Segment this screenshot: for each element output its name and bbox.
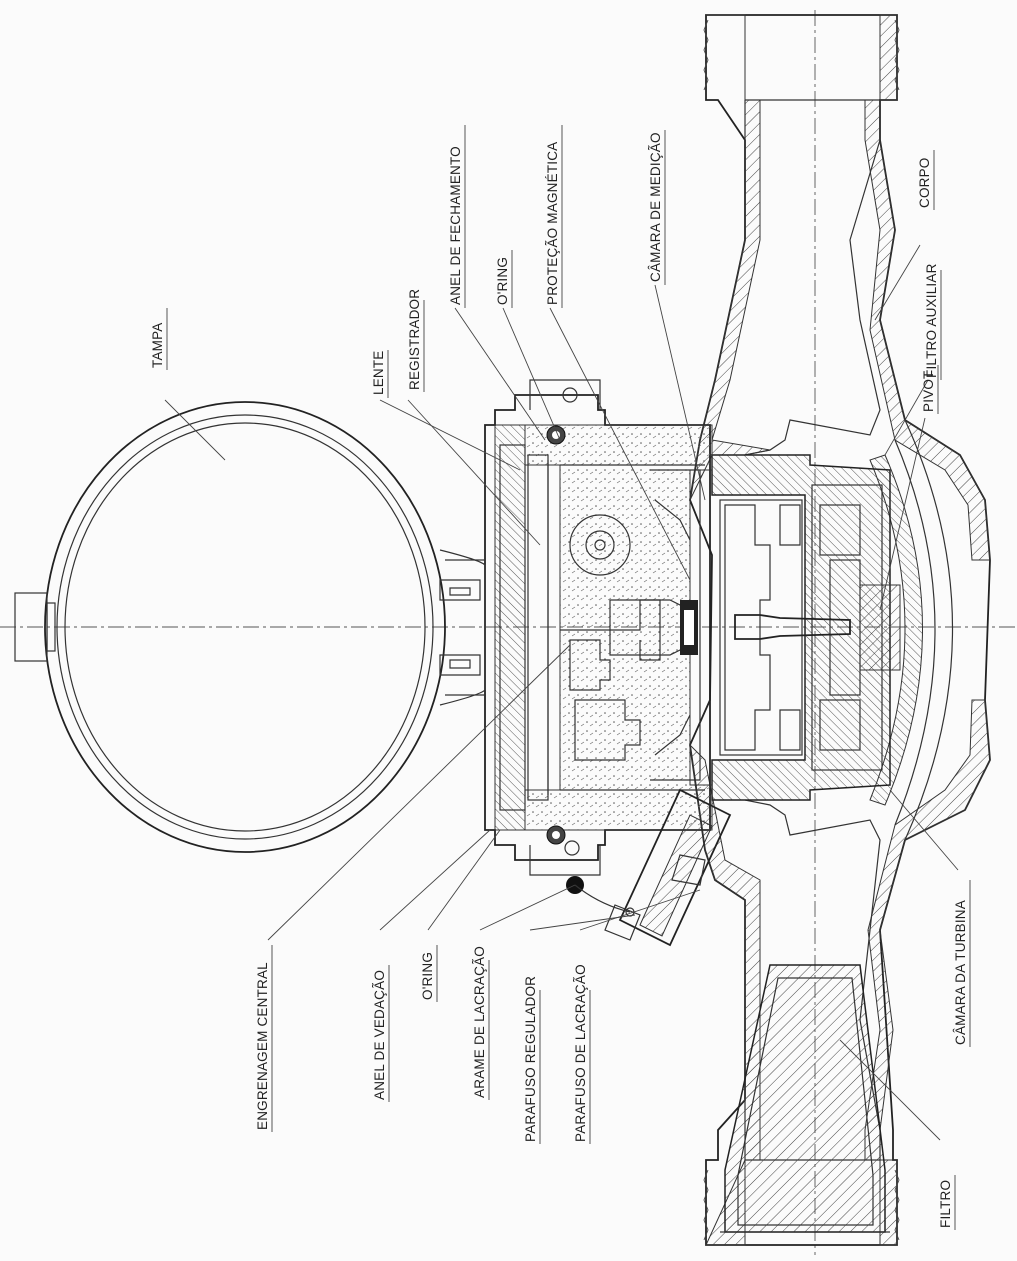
filter (720, 964, 890, 1233)
label-anel-fechamento: ANEL DE FECHAMENTO (448, 146, 463, 305)
label-underlines (166, 125, 971, 1230)
label-arame-lacracao: ARAME DE LACRAÇÃO (472, 946, 487, 1098)
register-housing (484, 379, 713, 876)
label-camara-medicao: CÂMARA DE MEDIÇÃO (648, 132, 663, 282)
label-anel-vedacao: ANEL DE VEDAÇÃO (372, 970, 387, 1100)
label-parafuso-regulador: PARAFUSO REGULADOR (523, 976, 538, 1142)
label-registrador: REGISTRADOR (407, 289, 422, 390)
label-protecao-magnetica: PROTEÇÃO MAGNÉTICA (545, 142, 560, 305)
seal-screws (566, 788, 732, 947)
leader-lines (164, 244, 959, 1141)
label-pivot: PIVOT (921, 370, 936, 412)
label-lente: LENTE (371, 350, 386, 395)
label-filtro: FILTRO (938, 1180, 953, 1228)
turbine-chamber (711, 454, 901, 801)
part-labels: TAMPA LENTE REGISTRADOR ANEL DE FECHAMEN… (150, 132, 968, 1228)
label-oring-bottom: O'RING (420, 952, 435, 1000)
label-engrenagem-central: ENGRENAGEM CENTRAL (255, 962, 270, 1130)
label-oring-top: O'RING (495, 257, 510, 305)
label-corpo: CORPO (917, 157, 932, 208)
label-tampa: TAMPA (150, 322, 165, 368)
lid (14, 401, 486, 853)
label-camara-turbina: CÂMARA DA TURBINA (953, 900, 968, 1045)
label-parafuso-lacracao: PARAFUSO DE LACRAÇÃO (573, 964, 588, 1142)
label-filtro-auxiliar: FILTRO AUXILIAR (924, 263, 939, 378)
